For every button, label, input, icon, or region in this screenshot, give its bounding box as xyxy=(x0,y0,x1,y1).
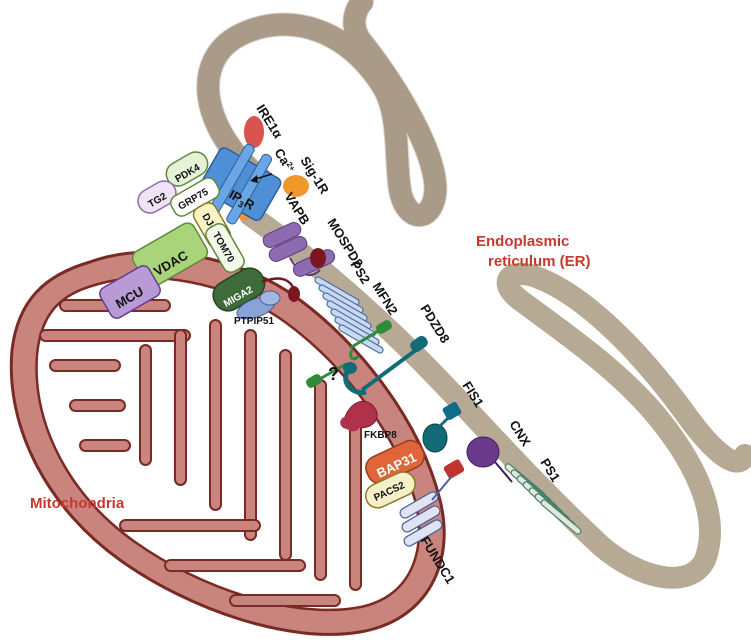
crista xyxy=(279,349,292,561)
crista xyxy=(119,519,261,532)
er-label-line2: reticulum (ER) xyxy=(488,253,591,270)
tg2-shape xyxy=(137,180,177,214)
pacs2-shape xyxy=(364,471,416,509)
crista xyxy=(349,419,362,591)
tom70-shape xyxy=(205,223,245,273)
er-upper-loop xyxy=(197,0,447,226)
er-main-sheet xyxy=(239,204,751,589)
mito-label: Mitochondria xyxy=(30,495,125,512)
er-upper-loop-edge xyxy=(196,0,448,227)
crista xyxy=(314,379,327,581)
pdk4-shape xyxy=(165,151,209,187)
crista xyxy=(79,439,131,452)
fkbp8-label: FKBP8 xyxy=(364,430,397,441)
crista xyxy=(164,559,306,572)
miga2-tail xyxy=(288,286,300,302)
crista xyxy=(69,399,126,412)
crista xyxy=(139,344,152,466)
crista xyxy=(209,319,222,511)
crista xyxy=(244,329,257,541)
crista xyxy=(174,329,187,486)
vapb-label: VAPB xyxy=(281,190,312,228)
ptpip51-label: PTPIP51 xyxy=(234,316,274,327)
ps1-shape xyxy=(504,463,582,535)
ire1a-shape xyxy=(244,116,264,148)
crista xyxy=(49,359,121,372)
crista xyxy=(39,329,191,342)
fundc1-shape xyxy=(399,475,453,547)
fkbp8-shape xyxy=(340,400,378,432)
linker-box xyxy=(443,459,465,479)
mcu-shape xyxy=(99,265,161,319)
ps2-shape xyxy=(314,276,384,354)
question-mark: ? xyxy=(328,364,339,384)
mitochondrion xyxy=(9,250,446,636)
er-label-line1: Endoplasmic xyxy=(476,233,569,250)
mfn2-shape xyxy=(306,320,392,388)
vapb-shape xyxy=(262,222,321,277)
ip3r-shape xyxy=(199,143,282,225)
fis1-shape xyxy=(422,402,462,453)
pdzd8-shape xyxy=(343,335,428,396)
ca-arrowhead xyxy=(250,175,258,183)
mospd2-shape xyxy=(292,248,336,277)
sig1r-shape xyxy=(283,175,309,197)
crista xyxy=(229,594,341,607)
ptpip51-shape xyxy=(236,290,281,320)
cnx-shape xyxy=(466,436,513,483)
er-membrane xyxy=(196,0,751,589)
ca-label: Ca2+ xyxy=(271,146,298,176)
